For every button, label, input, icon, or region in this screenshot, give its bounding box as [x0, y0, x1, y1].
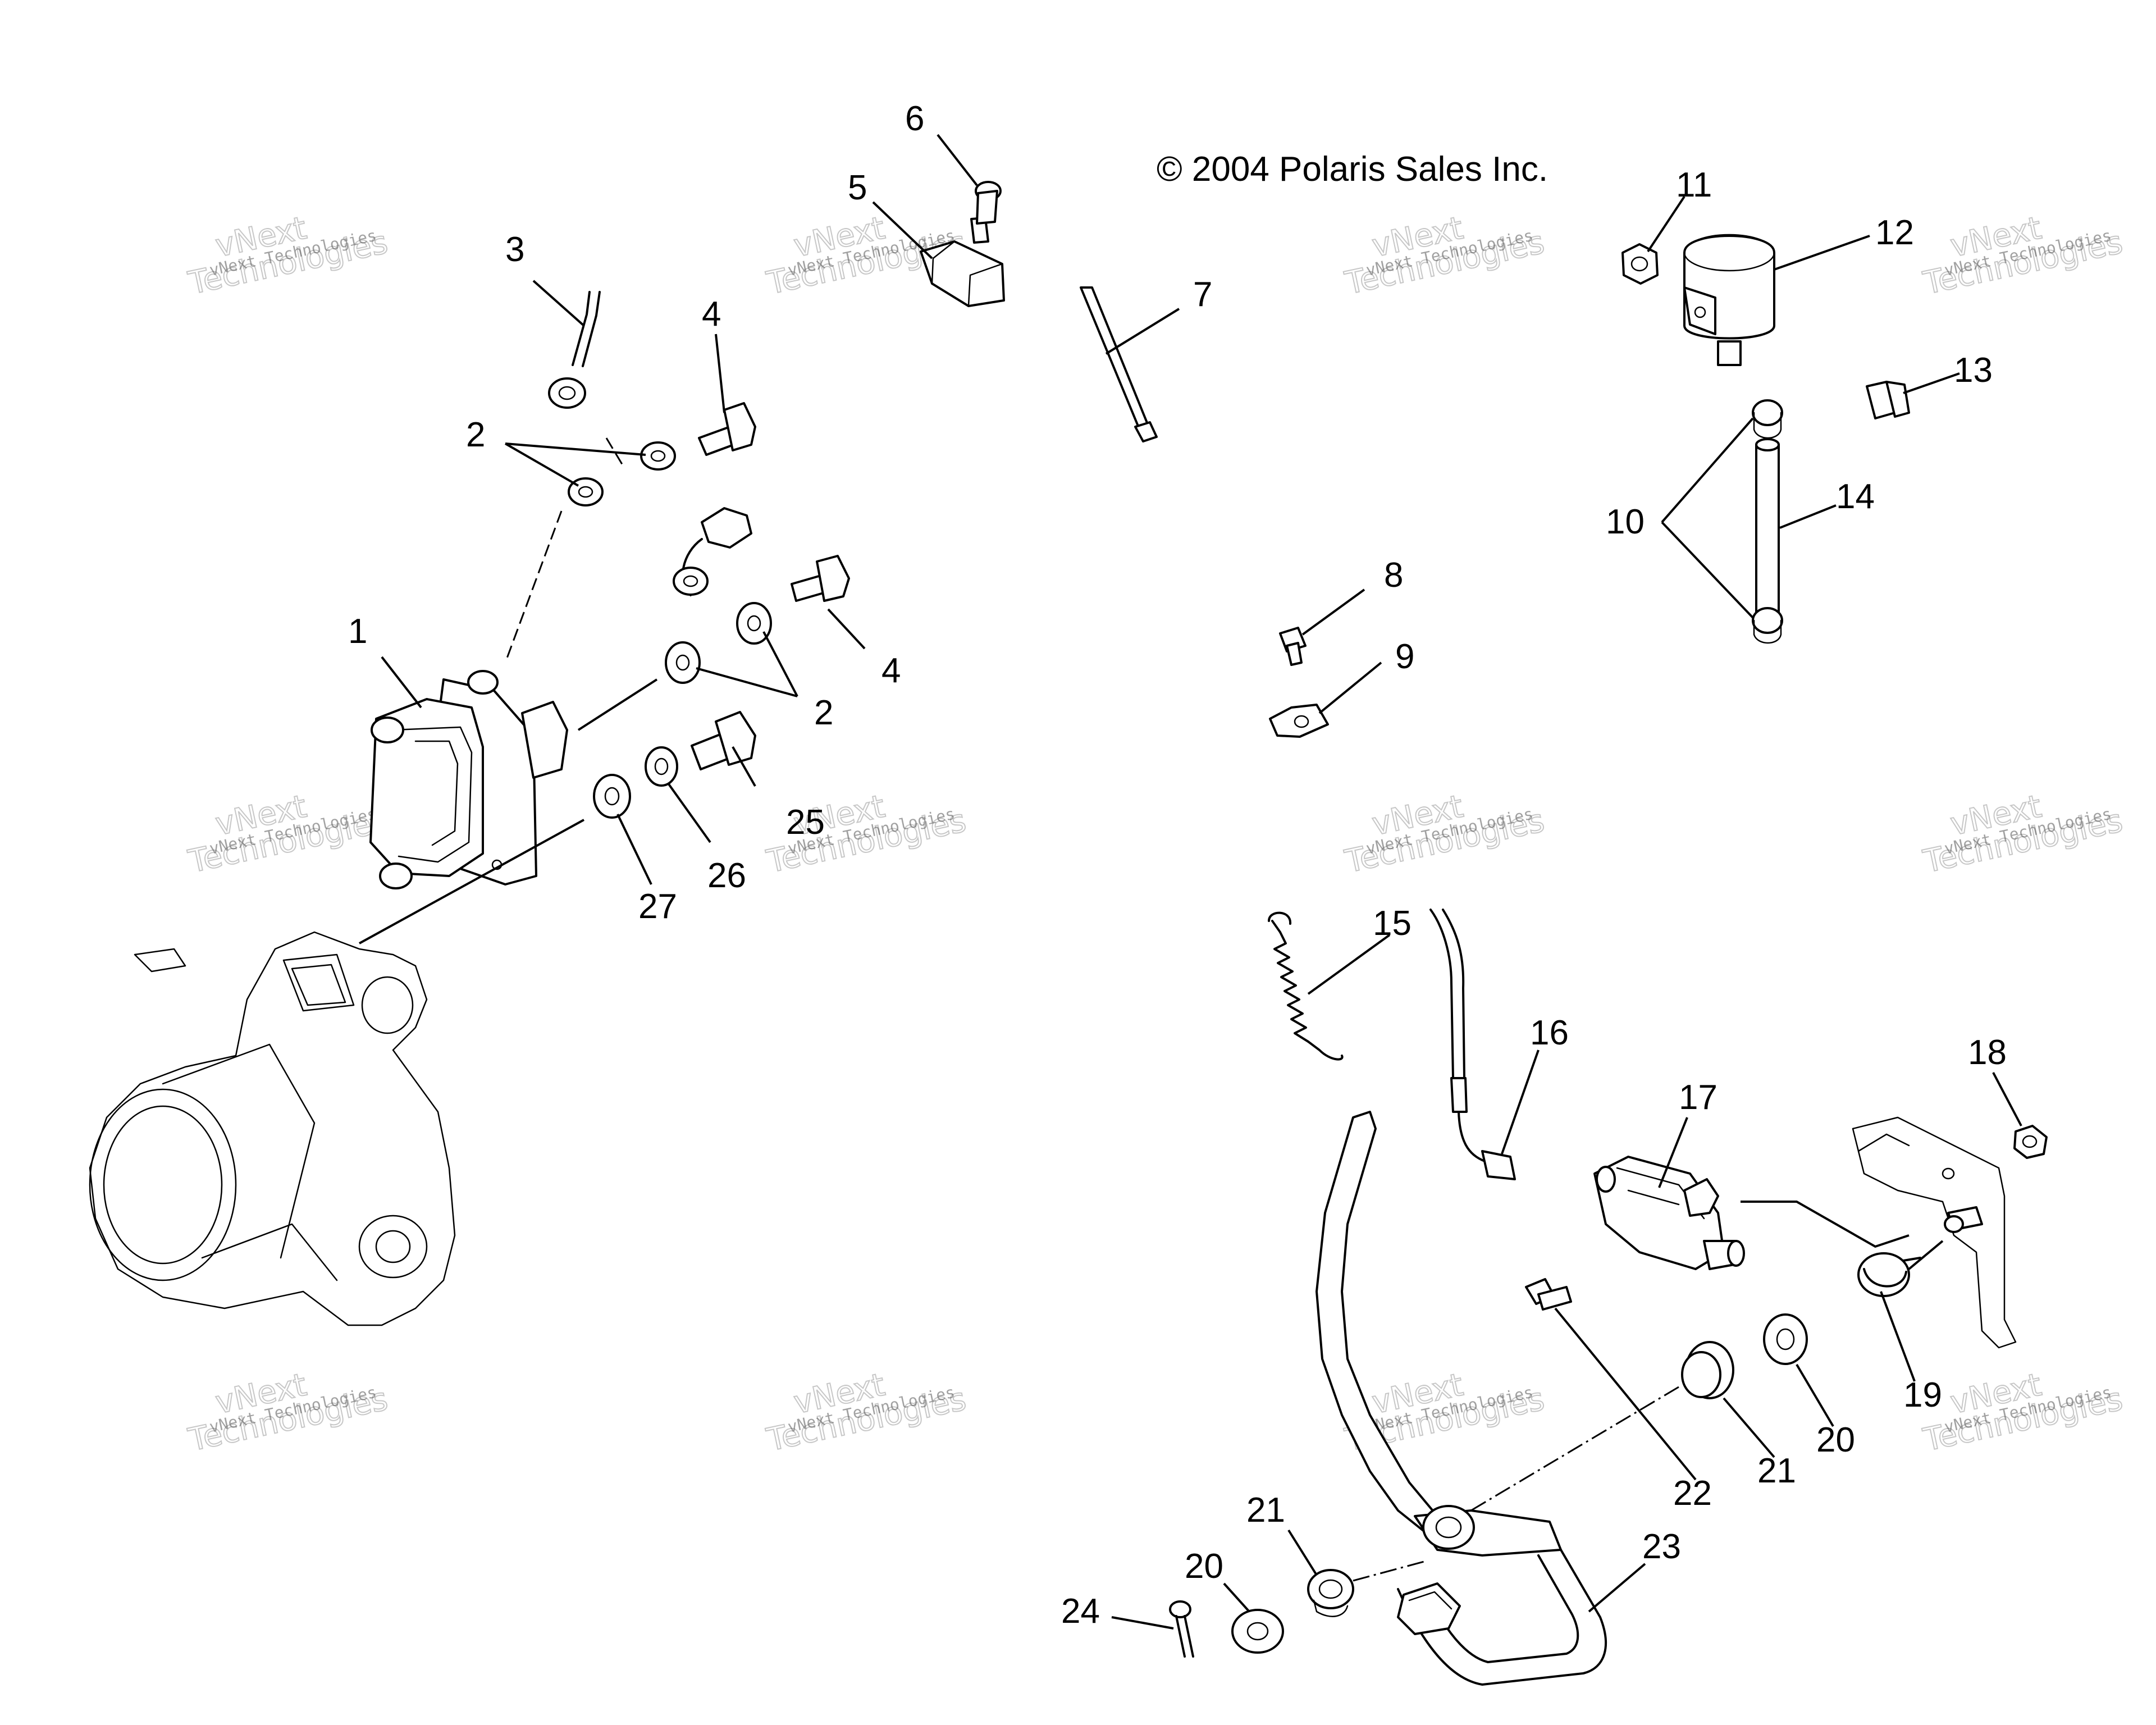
- label-part-27: 27: [638, 887, 677, 926]
- part-4-bolt[interactable]: [791, 555, 850, 602]
- watermark: vNext Technologies vNext Technologies: [1920, 1366, 2126, 1459]
- label-part-13: 13: [1954, 351, 1993, 390]
- assembly-line: [359, 819, 584, 944]
- part-20-washer[interactable]: [1763, 1313, 1808, 1365]
- part-25-bolt[interactable]: [691, 711, 756, 770]
- label-part-23: 23: [1642, 1527, 1681, 1566]
- assembly-line: [1470, 1386, 1679, 1512]
- part-2-washer[interactable]: [665, 641, 701, 684]
- part-15-spring[interactable]: [1268, 911, 1344, 1061]
- part-2-washer[interactable]: [736, 602, 772, 645]
- part-21-bushing[interactable]: [1307, 1569, 1354, 1617]
- watermark: vNext Technologies vNext Technologies: [763, 1366, 970, 1459]
- part-6-screw[interactable]: [970, 181, 1002, 244]
- label-part-11: 11: [1676, 166, 1712, 204]
- watermark: vNext Technologies vNext Technologies: [185, 1366, 391, 1459]
- part-4-bolt[interactable]: [698, 402, 756, 456]
- label-part-2: 2: [814, 693, 833, 732]
- label-part-21: 21: [1246, 1491, 1285, 1530]
- label-part-12: 12: [1875, 213, 1914, 252]
- label-part-25: 25: [786, 803, 825, 842]
- part-17-master-cylinder[interactable]: [1593, 1156, 1745, 1270]
- leader-lines: [381, 134, 2022, 1630]
- assembly-line: [577, 678, 658, 731]
- label-part-26: 26: [707, 856, 746, 895]
- part-24-cotter-pin[interactable]: [1169, 1600, 1194, 1658]
- part-2-washer[interactable]: [640, 441, 676, 471]
- part-7-rod[interactable]: [1080, 286, 1158, 442]
- label-part-7: 7: [1193, 275, 1212, 314]
- label-part-9: 9: [1395, 637, 1414, 676]
- copyright-notice: © 2004 Polaris Sales Inc.: [1157, 150, 1548, 189]
- label-part-5: 5: [848, 168, 867, 207]
- label-part-1: 1: [348, 612, 367, 651]
- part-21-bushing[interactable]: [1681, 1341, 1734, 1399]
- assembly-line: [1741, 1201, 1910, 1248]
- part-12-reservoir[interactable]: [1683, 234, 1775, 366]
- part-1-brake-caliper[interactable]: [369, 670, 568, 889]
- label-part-10: 10: [1606, 503, 1645, 541]
- label-part-8: 8: [1384, 556, 1403, 595]
- label-part-22: 22: [1673, 1474, 1712, 1513]
- label-part-20: 20: [1816, 1421, 1855, 1459]
- pedal-mount-bracket: [1852, 1116, 2017, 1349]
- watermark: vNext Technologies vNext Technologies: [185, 788, 391, 881]
- part-3-brake-line[interactable]: [548, 291, 601, 409]
- part-22-bolt[interactable]: [1525, 1278, 1572, 1311]
- part-10-clamp[interactable]: [1752, 399, 1783, 439]
- assembly-line: [504, 510, 563, 663]
- part-20-washer[interactable]: [1231, 1609, 1284, 1654]
- watermark: vNext Technologies vNext Technologies: [185, 209, 391, 303]
- watermark: vNext Technologies vNext Technologies: [1920, 209, 2126, 303]
- part-19-spring-clip[interactable]: [1857, 1252, 1921, 1297]
- part-13-bolt[interactable]: [1866, 381, 1910, 419]
- part-26-washer[interactable]: [645, 746, 678, 787]
- brake-line-fitting[interactable]: [673, 507, 752, 596]
- label-part-14: 14: [1836, 477, 1875, 516]
- part-5-bracket[interactable]: [920, 240, 1005, 307]
- label-part-3: 3: [505, 230, 524, 269]
- part-14-hose[interactable]: [1755, 438, 1780, 618]
- label-part-2: 2: [466, 416, 485, 454]
- label-part-20: 20: [1185, 1547, 1223, 1586]
- watermark: vNext Technologies vNext Technologies: [1341, 788, 1548, 881]
- label-part-16: 16: [1530, 1014, 1569, 1052]
- part-27-washer[interactable]: [593, 774, 631, 819]
- part-9-clip[interactable]: [1269, 704, 1329, 738]
- part-18-nut[interactable]: [2013, 1125, 2048, 1159]
- part-16-brake-line[interactable]: [1429, 909, 1516, 1180]
- label-part-17: 17: [1679, 1078, 1718, 1117]
- label-part-4: 4: [881, 651, 901, 690]
- label-part-18: 18: [1968, 1033, 2007, 1072]
- part-23-brake-pedal[interactable]: [1315, 1111, 1607, 1686]
- label-part-19: 19: [1903, 1376, 1942, 1414]
- part-labels: 1 2 2 3 4 4 5 6 7 8 9 10 11 12 13 14 15 …: [348, 99, 2007, 1631]
- assembly-line: [1908, 1240, 1944, 1270]
- watermark: vNext Technologies vNext Technologies: [1341, 209, 1548, 303]
- label-part-15: 15: [1373, 904, 1412, 943]
- label-part-21: 21: [1757, 1452, 1796, 1490]
- watermark: vNext Technologies vNext Technologies: [1920, 788, 2126, 881]
- part-11-nut[interactable]: [1621, 243, 1659, 285]
- label-part-24: 24: [1061, 1592, 1100, 1631]
- part-8-screw[interactable]: [1279, 627, 1307, 666]
- assembly-line: [1353, 1560, 1427, 1582]
- assembly-line: [605, 437, 624, 467]
- label-part-6: 6: [905, 99, 924, 138]
- part-10-clamp[interactable]: [1752, 607, 1783, 644]
- wheel-hub-housing: [89, 931, 456, 1326]
- label-part-4: 4: [702, 295, 721, 334]
